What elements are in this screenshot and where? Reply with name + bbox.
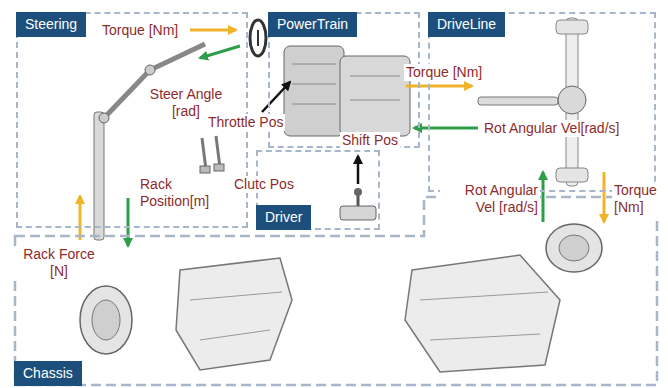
signal-label: Torque [Nm]: [612, 182, 668, 216]
engine: [292, 104, 336, 105]
pedals: [200, 136, 224, 173]
steering-rack: [99, 113, 109, 123]
region-outline: [15, 197, 657, 385]
gear-shifter: [340, 206, 376, 220]
signal-label: Clutc Pos: [232, 176, 296, 193]
front-wheel: [80, 286, 132, 354]
signal-arrow: [414, 127, 478, 130]
engine: [340, 56, 410, 136]
steering-wheel: [250, 20, 266, 56]
signal-label: Torque [Nm]: [100, 22, 180, 39]
rear-wheel: [559, 235, 589, 261]
region-heading: PowerTrain: [268, 12, 357, 37]
rear-subframe: [405, 255, 560, 372]
rear-subframe: [420, 292, 548, 300]
signal-arrow: [127, 198, 130, 246]
pedals: [200, 166, 210, 173]
signal-arrow: [406, 85, 472, 88]
rear-axle: [556, 168, 588, 182]
signal-label: Shift Pos: [340, 132, 400, 149]
signal-arrow: [603, 172, 606, 222]
engine: [284, 46, 344, 136]
rear-wheel: [546, 224, 602, 272]
front-wheel: [92, 300, 120, 340]
signal-arrow: [79, 196, 82, 240]
rear-axle: [556, 20, 588, 34]
front-wheel: [80, 286, 132, 354]
region-heading: DriveLine: [428, 12, 505, 37]
region-heading: Chassis: [14, 361, 82, 386]
signal-label: Torque [Nm]: [404, 64, 484, 81]
gear-shifter: [340, 188, 376, 220]
rear-subframe: [405, 255, 560, 372]
engine: [292, 64, 336, 65]
region-outline: [14, 196, 658, 386]
rear-axle: [558, 86, 586, 114]
steering-rack: [94, 112, 104, 240]
pedals: [216, 136, 220, 168]
signal-arrow: [190, 29, 236, 32]
pedals: [202, 138, 206, 170]
gear-shifter: [354, 188, 362, 196]
signal-arrow: [262, 82, 290, 112]
front-subframe: [200, 330, 270, 340]
rear-axle: [556, 18, 588, 186]
pedals: [214, 164, 224, 171]
subsystem-region: PowerTrain: [268, 12, 420, 148]
signal-arrow: [542, 172, 545, 222]
signal-arrow: [357, 156, 360, 184]
steering-wheel: [257, 30, 259, 46]
signal-label: Rack Force [N]: [12, 246, 106, 280]
signal-label: Rack Position[m]: [138, 176, 226, 210]
signal-label: Throttle Pos: [206, 114, 285, 131]
signal-label: Rot Angular Vel[rad/s]: [482, 120, 621, 137]
signal-label: Rot Angular Vel [rad/s]: [440, 182, 540, 216]
front-subframe: [176, 258, 292, 370]
front-subframe: [190, 292, 282, 300]
subsystem-region: DriveLine: [428, 12, 656, 192]
engine: [292, 84, 336, 85]
engine: [350, 100, 400, 101]
steering-rack: [145, 65, 155, 75]
region-heading: Steering: [16, 12, 86, 37]
region-heading: Driver: [256, 205, 311, 230]
driveshaft: [478, 97, 558, 105]
rear-subframe: [430, 334, 540, 340]
engine: [284, 46, 410, 136]
driveshaft: [478, 97, 558, 105]
rear-wheel: [546, 224, 602, 272]
engine: [350, 76, 400, 77]
signal-arrow: [200, 46, 240, 58]
steering-rack: [94, 44, 205, 240]
front-subframe: [176, 258, 292, 370]
subsystem-region: Chassis: [14, 196, 658, 386]
steering-wheel: [250, 20, 266, 56]
